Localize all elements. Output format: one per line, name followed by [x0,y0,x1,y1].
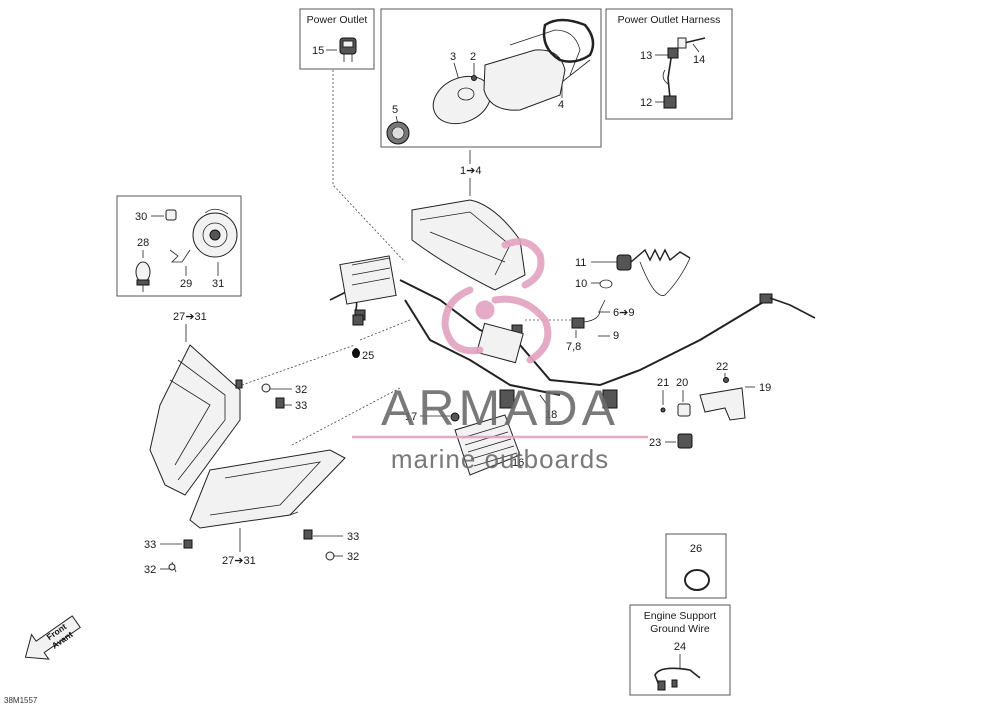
bulb-group-box: 30 28 29 31 [116,195,242,297]
callout-26: 26 [690,543,702,555]
callout-25: 25 [362,350,374,362]
callout-29: 29 [180,278,192,290]
callout-2: 2 [470,51,476,63]
callout-32-upper: 32 [295,384,307,396]
lanyard [571,248,691,329]
callout-6-9: 6➔9 [613,307,634,319]
callout-24: 24 [674,641,686,653]
headlight-housing [149,344,243,496]
gauge-gasket [542,18,595,63]
ground-wire-title-line2: Ground Wire [650,623,710,635]
callout-23: 23 [649,437,661,449]
front-direction-arrow: Front Avant [24,615,81,660]
callout-5: 5 [392,104,398,116]
callout-15: 15 [312,45,324,57]
callout-7-8: 7,8 [566,341,581,353]
power-outlet-socket [339,37,357,62]
callout-13: 13 [640,50,652,62]
callout-9: 9 [613,330,619,342]
callout-3: 3 [450,51,456,63]
watermark-tagline: marine outboards [391,444,609,474]
bulb [135,261,151,292]
callout-27-31-top: 27➔31 [173,311,207,323]
power-outlet-harness-box: Power Outlet Harness 13 14 12 [605,8,733,120]
engine-support-ground-wire-box: Engine Support Ground Wire 24 [629,604,731,696]
bulb-spring-clip [169,249,191,263]
callout-21: 21 [657,377,669,389]
callout-31: 31 [212,278,224,290]
callout-20: 20 [676,377,688,389]
power-outlet-title: Power Outlet [307,14,368,26]
gauge-dial [386,121,410,145]
callout-22: 22 [716,361,728,373]
callout-32-right: 32 [347,551,359,563]
callout-17: 17 [405,411,417,423]
bulb-cap [165,209,177,221]
harness-wire [662,37,706,109]
callout-11: 11 [575,257,586,269]
gauge-box: 3 2 5 4 [380,8,602,148]
callout-28: 28 [137,237,149,249]
ground-wire [654,667,701,691]
callout-12: 12 [640,97,652,109]
voltage-regulator [454,414,521,476]
armada-watermark: ARMADA marine outboards [352,238,648,474]
callout-33-upper: 33 [295,400,307,412]
gauge-housing [483,29,581,111]
o-ring [684,569,710,591]
armada-logo-mark [441,238,552,364]
instrument-cluster [411,199,526,291]
main-wiring-harness [329,255,816,409]
connector-25 [352,314,364,358]
diagram-code: 38M1557 [4,696,38,705]
callout-33-right: 33 [347,531,359,543]
callout-4: 4 [558,99,564,111]
callout-18: 18 [545,409,557,421]
ground-wire-title-line1: Engine Support [644,610,716,622]
callout-27-31-bottom: 27➔31 [222,555,256,567]
callout-14: 14 [693,54,705,66]
o-ring-box: 26 [665,533,727,599]
callout-30: 30 [135,211,147,223]
bulb-socket-cover [192,208,238,258]
watermark-brand: ARMADA [381,380,619,436]
power-outlet-harness-title: Power Outlet Harness [618,14,721,26]
callout-32-left: 32 [144,564,156,576]
headlight-lens [189,449,346,529]
callout-16: 16 [512,457,524,469]
power-outlet-box: Power Outlet 15 [299,8,375,70]
callout-1-4: 1➔4 [460,165,481,177]
callout-10: 10 [575,278,587,290]
callout-19: 19 [759,382,771,394]
mounting-bracket [699,377,746,421]
callout-33-left: 33 [144,539,156,551]
